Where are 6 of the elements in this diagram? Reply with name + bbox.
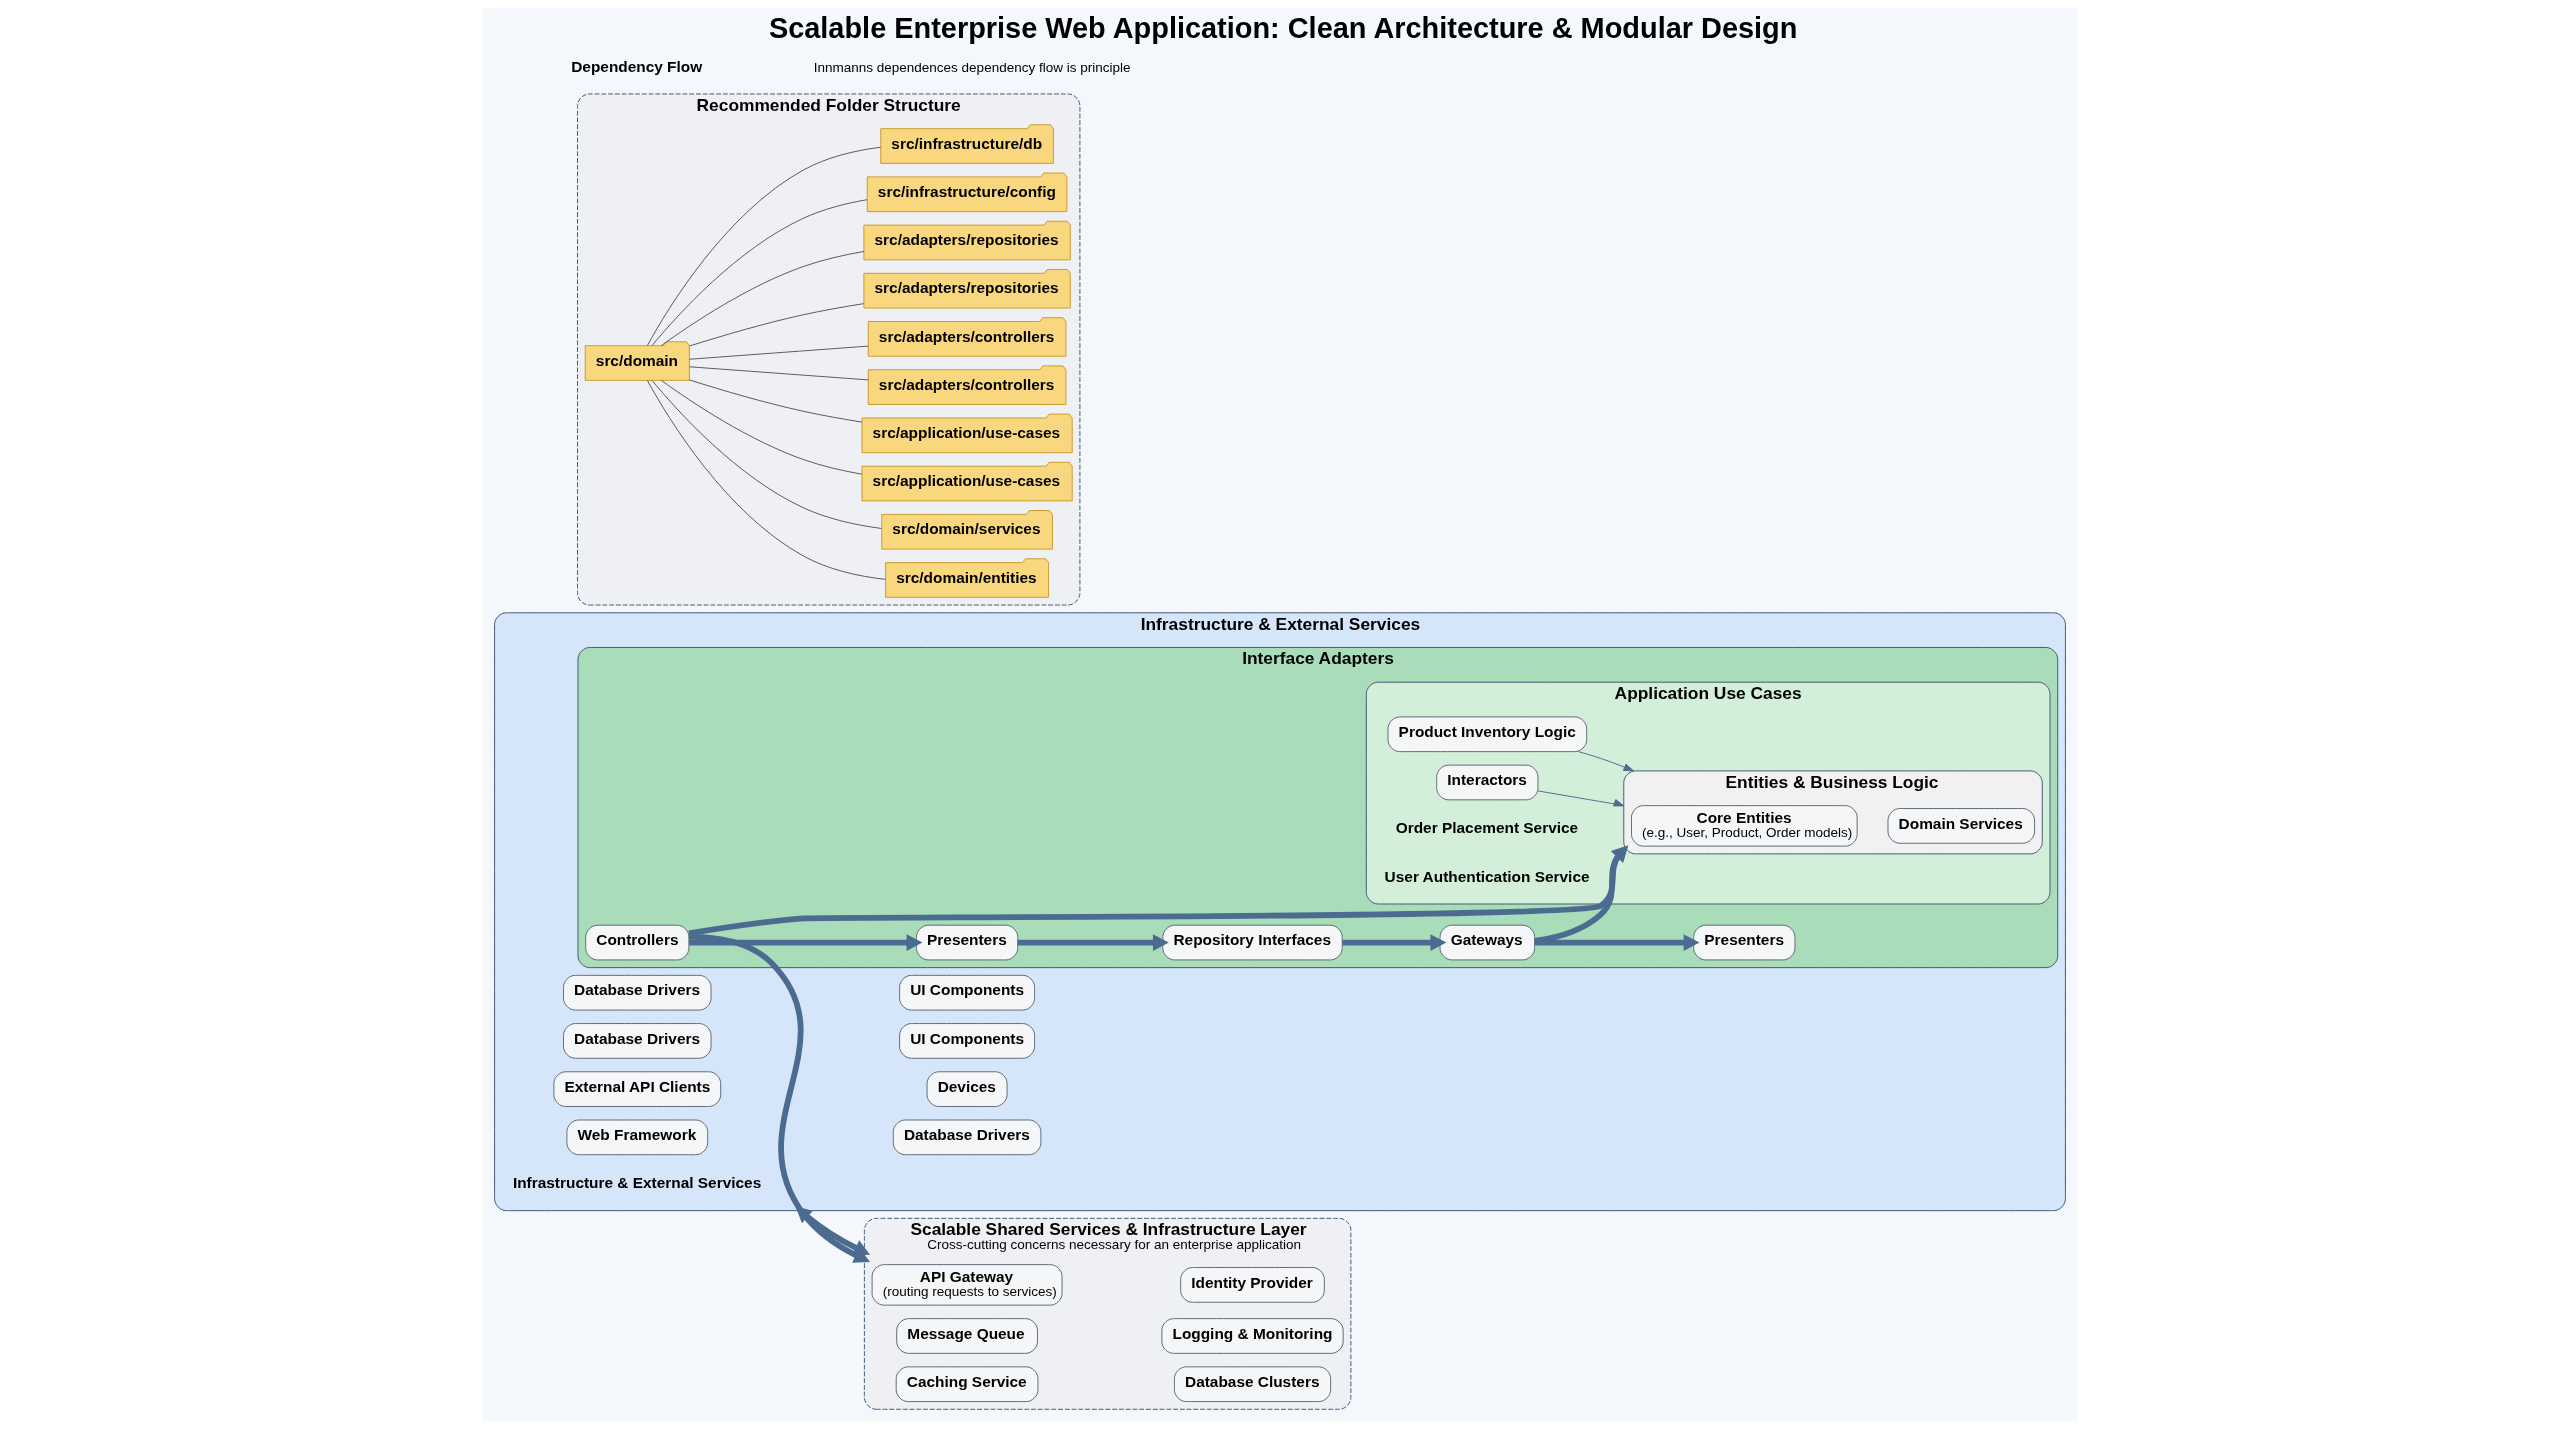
label: Infrastructure & External Services [512, 1174, 762, 1192]
label: Order Placement Service [1395, 819, 1579, 837]
legend-label: Innmanns dependences dependency flow is principle [813, 60, 1131, 76]
legend-label: Dependency Flow [571, 57, 703, 75]
label: User Authentication Service [1384, 867, 1590, 885]
diagram-title: Scalable Enterprise Web Application: Clean Architecture & Modular Design [768, 12, 1798, 45]
